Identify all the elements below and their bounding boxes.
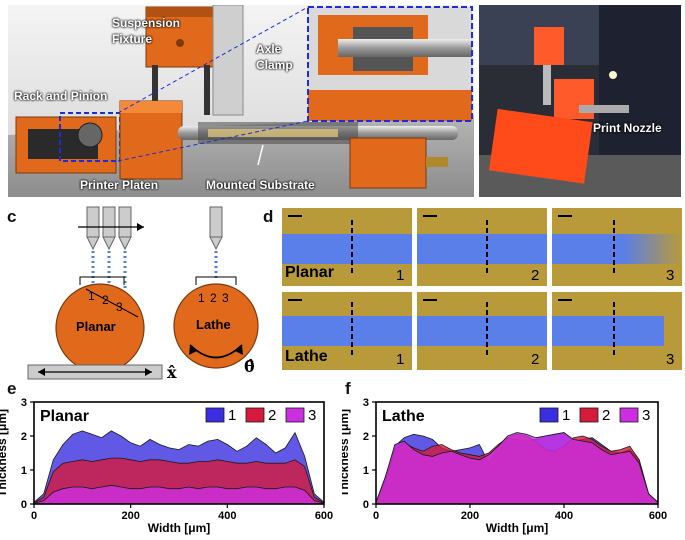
y-tick-label: 1 <box>21 465 27 477</box>
micrograph-grid: Planar 1 2 3 Lathe 1 2 3 <box>281 207 683 371</box>
micrograph-lathe-3: 3 <box>551 291 683 371</box>
planar-pos-2: 2 <box>102 293 109 307</box>
callout-axle-clamp: Axle Clamp <box>256 42 293 72</box>
micrograph-number: 3 <box>666 351 675 368</box>
panel-label-f: f <box>345 379 351 398</box>
y-tick-label: 2 <box>363 431 369 443</box>
cad-rendering: Suspension Fixture Axle Clamp Rack and P… <box>8 5 474 197</box>
x-tick-label: 0 <box>373 510 379 522</box>
panel-label-e: e <box>7 379 17 398</box>
printer-photo: Print Nozzle <box>479 5 681 197</box>
micrograph-row-label-planar: Planar <box>285 264 334 281</box>
micrograph-lathe-1: Lathe 1 <box>281 291 413 371</box>
lathe-nozzle <box>209 206 223 238</box>
y-tick-label: 0 <box>21 499 27 511</box>
y-tick-label: 1 <box>363 465 369 477</box>
x-axis-symbol: x̂ <box>167 363 177 382</box>
planar-pos-3: 3 <box>116 300 123 314</box>
x-axis-label: Width [μm] <box>486 521 549 535</box>
x-tick-label: 400 <box>555 510 573 522</box>
micrograph-planar-1: Planar 1 <box>281 207 413 287</box>
planar-pos-1: 1 <box>88 289 95 303</box>
legend-label-3: 3 <box>642 407 650 424</box>
micrograph-row-label-lathe: Lathe <box>285 348 328 365</box>
legend-swatch-2 <box>579 407 599 423</box>
x-tick-label: 600 <box>649 510 667 522</box>
lathe-pos-2: 2 <box>210 291 217 305</box>
legend-swatch-1 <box>539 407 559 423</box>
planar-substrate-label: Planar <box>76 319 116 334</box>
lathe-pos-1: 1 <box>198 291 205 305</box>
callout-printer-platen: Printer Platen <box>80 178 159 192</box>
lathe-substrate-label: Lathe <box>196 317 231 332</box>
callout-rack-and-pinion: Rack and Pinion <box>14 89 108 103</box>
micrograph-planar-3: 3 <box>551 207 683 287</box>
micrograph-number: 1 <box>396 351 405 368</box>
legend-label-3: 3 <box>308 407 316 424</box>
legend-label-1: 1 <box>228 407 236 424</box>
legend-label-2: 2 <box>268 407 276 424</box>
planar-nozzles <box>78 206 144 291</box>
x-tick-label: 400 <box>218 510 236 522</box>
x-tick-label: 600 <box>315 510 333 522</box>
callout-print-nozzle: Print Nozzle <box>593 121 662 135</box>
callout-mounted-substrate: Mounted Substrate <box>206 178 315 192</box>
y-tick-label: 0 <box>363 499 369 511</box>
panel-label-c: c <box>7 207 17 226</box>
series-area-3 <box>375 432 659 505</box>
legend-label-2: 2 <box>602 407 610 424</box>
legend-label-1: 1 <box>562 407 570 424</box>
micrograph-number: 2 <box>531 351 540 368</box>
x-axis-label: Width [μm] <box>148 521 211 535</box>
series-area-3 <box>33 484 325 505</box>
y-tick-label: 3 <box>363 397 369 409</box>
chart-title: Planar <box>40 408 89 425</box>
legend-swatch-3 <box>285 407 305 423</box>
y-axis-label: Thickness [μm] <box>342 409 351 497</box>
schematic-panel: Planar Lathe 1 2 3 1 2 3 x̂ θ̂ <box>0 205 262 383</box>
x-tick-label: 0 <box>31 510 37 522</box>
printer-photo-art <box>479 5 681 197</box>
x-tick-label: 200 <box>461 510 479 522</box>
micrograph-number: 3 <box>666 267 675 284</box>
micrograph-number: 1 <box>396 267 405 284</box>
plot-frame <box>375 401 659 505</box>
cad-rendering-art <box>8 5 474 197</box>
legend-swatch-2 <box>245 407 265 423</box>
micrograph-lathe-2: 2 <box>416 291 548 371</box>
schematic-diagram <box>27 206 259 380</box>
chart-title: Lathe <box>382 408 425 425</box>
theta-symbol: θ̂ <box>244 357 255 376</box>
micrograph-number: 2 <box>531 267 540 284</box>
y-tick-label: 3 <box>21 397 27 409</box>
y-axis-label: Thickness [μm] <box>0 409 9 497</box>
legend-swatch-1 <box>205 407 225 423</box>
plot-frame <box>33 401 325 505</box>
panel-label-d: d <box>263 207 274 226</box>
callout-suspension-fixture: Suspension Fixture <box>112 16 181 46</box>
legend-swatch-3 <box>619 407 639 423</box>
x-tick-label: 200 <box>121 510 139 522</box>
y-tick-label: 2 <box>21 431 27 443</box>
lathe-substrate <box>173 283 259 369</box>
micrograph-planar-2: 2 <box>416 207 548 287</box>
lathe-pos-3: 3 <box>222 291 229 305</box>
